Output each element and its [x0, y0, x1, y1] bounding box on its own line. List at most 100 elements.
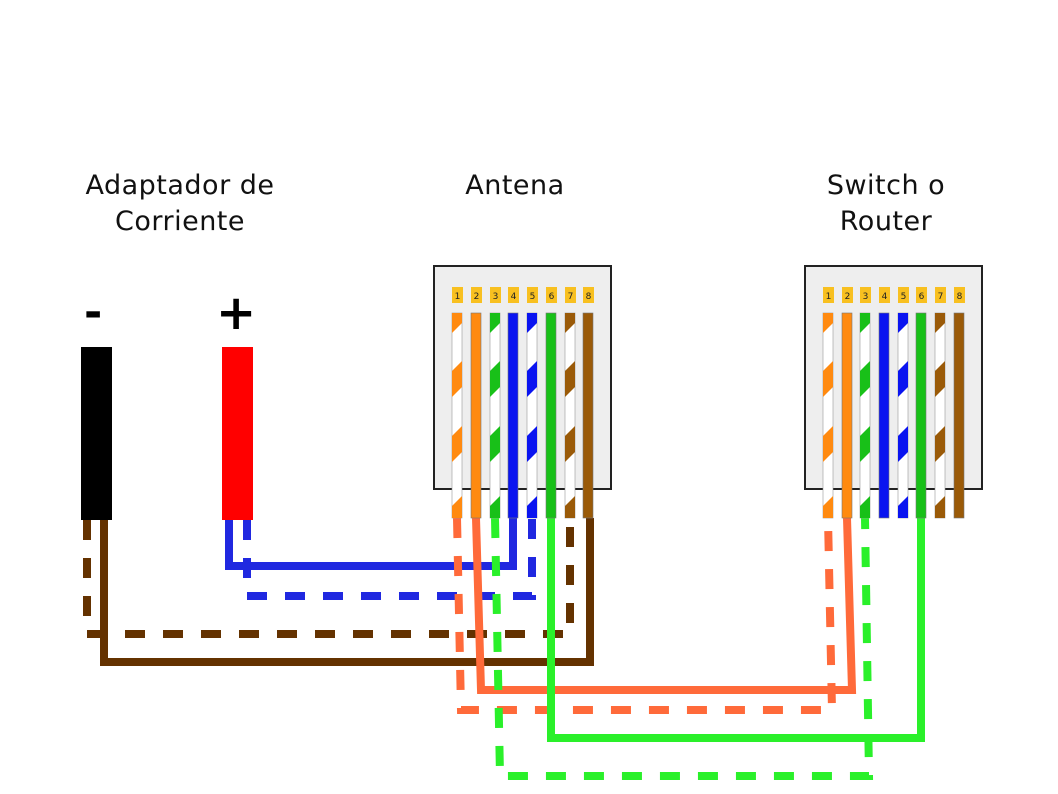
wire-stripe	[527, 426, 537, 462]
wire-stripe	[452, 496, 462, 518]
wire-stripe	[490, 361, 500, 397]
wire-stripe	[565, 426, 575, 462]
pin-label-box	[954, 287, 965, 303]
wire-route-brown-dashed	[83, 518, 574, 638]
wire-stripe	[860, 361, 870, 397]
pin-label-1: 1	[826, 292, 832, 302]
wire-stripe	[527, 313, 537, 333]
pin-label-4: 4	[882, 292, 888, 302]
wire-route-green-solid	[547, 518, 925, 742]
wire-blue	[878, 312, 890, 519]
pin-label-7: 7	[568, 292, 574, 302]
positive-terminal-label: +	[216, 285, 257, 341]
wire-route-orange-solid	[472, 517, 857, 694]
wire-brown	[582, 312, 594, 519]
wire-route-green-dashed	[491, 517, 874, 780]
wire-orange	[470, 312, 482, 519]
wire-stripe	[898, 361, 908, 397]
wire-route-orange-dashed	[453, 517, 837, 714]
wire-white-orange	[451, 312, 463, 519]
wire-stripe	[527, 496, 537, 518]
wire-stripe	[860, 426, 870, 462]
wire-stripe	[935, 361, 945, 397]
antena-connector: 1 2 3 4 5 6 7 8	[433, 265, 612, 519]
pin-label-box	[508, 287, 519, 303]
wire-stripe	[935, 426, 945, 462]
pin-label-box	[490, 287, 501, 303]
pin-label-3: 3	[493, 292, 499, 302]
pin-label-box	[935, 287, 946, 303]
wire-stripe	[823, 426, 833, 462]
pin-label-box	[916, 287, 927, 303]
pin-label-box	[471, 287, 482, 303]
pin-label-4: 4	[511, 292, 517, 302]
positive-terminal	[222, 347, 253, 520]
pin-label-2: 2	[474, 292, 480, 302]
negative-terminal	[81, 347, 112, 520]
wire-white-brown	[564, 312, 576, 519]
wire-stripe	[823, 361, 833, 397]
switch-title: Switch o Router	[826, 170, 946, 237]
wire-white-brown	[934, 312, 946, 519]
wire-stripe	[490, 313, 500, 333]
pin-label-box	[565, 287, 576, 303]
pin-label-box	[546, 287, 557, 303]
pin-label-5: 5	[530, 292, 536, 302]
pin-label-box	[860, 287, 871, 303]
wire-white-blue	[897, 312, 909, 519]
wire-stripe	[823, 496, 833, 518]
wire-stripe	[490, 496, 500, 518]
wire-blue	[507, 312, 519, 519]
wire-route-blue-dashed	[243, 518, 536, 600]
wire-stripe	[823, 313, 833, 333]
wire-paths	[83, 517, 925, 780]
wire-route-brown-solid	[100, 518, 594, 666]
negative-terminal-label: -	[84, 287, 103, 338]
pin-label-3: 3	[863, 292, 869, 302]
pin-label-7: 7	[938, 292, 944, 302]
wire-stripe	[565, 313, 575, 333]
wire-stripe	[527, 361, 537, 397]
wire-stripe	[565, 361, 575, 397]
wire-orange	[841, 312, 853, 519]
wire-stripe	[935, 313, 945, 333]
adapter-title: Adaptador de Corriente	[85, 170, 275, 237]
pin-label-box	[842, 287, 853, 303]
pin-label-box	[879, 287, 890, 303]
wire-white-blue	[526, 312, 538, 519]
pin-label-6: 6	[919, 292, 925, 302]
wire-white-green	[859, 312, 871, 519]
wire-white-orange	[822, 312, 834, 519]
pin-label-6: 6	[549, 292, 555, 302]
wire-stripe	[452, 426, 462, 462]
wire-stripe	[452, 313, 462, 333]
pin-label-8: 8	[586, 292, 592, 302]
switch-connector: 1 2 3 4 5 6 7 8	[804, 265, 983, 519]
pin-label-box	[823, 287, 834, 303]
wire-green	[915, 312, 927, 519]
wire-stripe	[898, 313, 908, 333]
pin-label-5: 5	[901, 292, 907, 302]
wire-stripe	[565, 496, 575, 518]
connector-body	[433, 265, 612, 490]
wire-stripe	[860, 496, 870, 518]
pin-label-box	[898, 287, 909, 303]
wire-white-green	[489, 312, 501, 519]
wire-brown	[953, 312, 965, 519]
wire-stripe	[898, 426, 908, 462]
wire-stripe	[490, 426, 500, 462]
wire-stripe	[452, 361, 462, 397]
pin-label-1: 1	[455, 292, 461, 302]
wire-stripe	[860, 313, 870, 333]
wire-stripe	[935, 496, 945, 518]
pin-label-box	[583, 287, 594, 303]
pin-label-box	[527, 287, 538, 303]
pin-label-2: 2	[845, 292, 851, 302]
wire-green	[545, 312, 557, 519]
wire-stripe	[898, 496, 908, 518]
connector-body	[804, 265, 983, 490]
wire-route-blue-solid	[225, 518, 517, 570]
pin-label-box	[452, 287, 463, 303]
pin-label-8: 8	[957, 292, 963, 302]
